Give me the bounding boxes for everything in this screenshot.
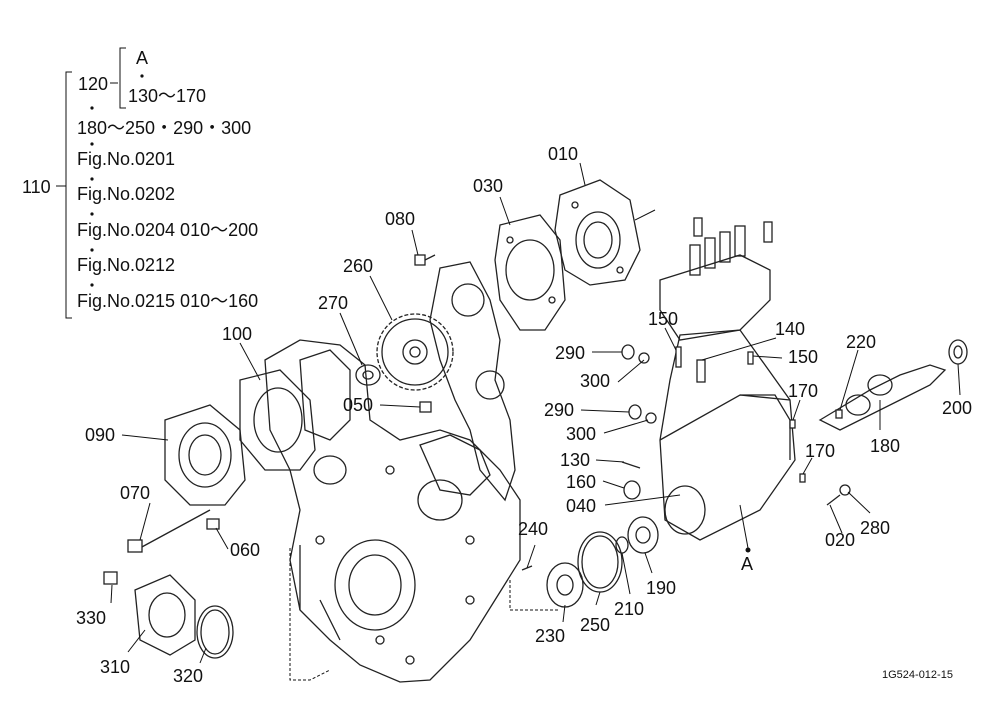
tree-item-6: Fig.No.0215 010～160 [77, 291, 258, 311]
injection-pump [659, 217, 796, 541]
callout-030: 030 [473, 176, 503, 196]
tree-item-5: Fig.No.0212 [77, 255, 175, 275]
callout-240: 240 [518, 519, 548, 539]
oring-250 [577, 531, 623, 593]
figure-code: 1G524-012-15 [882, 669, 953, 681]
callout-080: 080 [385, 209, 415, 229]
callout-270: 270 [318, 293, 348, 313]
callout-100: 100 [222, 324, 252, 344]
plate-010 [554, 179, 656, 286]
plug-160 [623, 480, 641, 500]
gear-190 [627, 516, 659, 554]
callout-310: 310 [100, 657, 130, 677]
callout-170-bottom: 170 [805, 441, 835, 461]
callout-020: 020 [825, 530, 855, 550]
tree-item-1: 180～250・290・300 [77, 118, 251, 138]
callouts: 010 030 080 260 270 100 090 070 060 050 … [76, 144, 972, 686]
callout-300-top: 300 [580, 371, 610, 391]
callout-marker-a: A [741, 554, 753, 574]
bolt-070 [127, 509, 211, 553]
gasket-100 [239, 369, 316, 471]
callout-300-bottom: 300 [566, 424, 596, 444]
callout-280: 280 [860, 518, 890, 538]
marker-a-dot [745, 547, 751, 553]
oring-320 [196, 605, 234, 659]
callout-010: 010 [548, 144, 578, 164]
leader-lines [110, 162, 961, 681]
assembly-tree: 110 120 A 130～170 180～250・290・300 Fig.No… [22, 47, 258, 319]
callout-190: 190 [646, 578, 676, 598]
callout-090: 090 [85, 425, 115, 445]
bolt-330 [103, 571, 118, 585]
callout-320: 320 [173, 666, 203, 686]
tree-sub-b: 130～170 [128, 86, 206, 106]
plate-230 [546, 562, 584, 608]
cover-090 [164, 404, 246, 506]
bolt-050 [419, 401, 432, 413]
callout-140: 140 [775, 319, 805, 339]
tree-sub-label: 120 [78, 74, 108, 94]
callout-150-left: 150 [648, 309, 678, 329]
plate-030 [494, 214, 566, 331]
tree-item-4: Fig.No.0204 010～200 [77, 220, 258, 240]
callout-330: 330 [76, 608, 106, 628]
callout-150-right: 150 [788, 347, 818, 367]
callout-070: 070 [120, 483, 150, 503]
gasket-outline [429, 261, 516, 502]
bolt-060 [206, 518, 220, 530]
callout-180: 180 [870, 436, 900, 456]
callout-160: 160 [566, 472, 596, 492]
callout-060: 060 [230, 540, 260, 560]
callout-130: 130 [560, 450, 590, 470]
flange-310 [134, 574, 196, 656]
callout-170-top: 170 [788, 381, 818, 401]
callout-220: 220 [846, 332, 876, 352]
tree-sub-a: A [136, 48, 148, 68]
tree-item-2: Fig.No.0201 [77, 149, 175, 169]
gear-260 [376, 313, 454, 391]
bearing-200 [948, 339, 968, 365]
tree-root-label: 110 [22, 177, 51, 197]
callout-230: 230 [535, 626, 565, 646]
bolt-080 [414, 254, 436, 266]
fittings [521, 344, 851, 571]
bearing-270 [355, 364, 381, 386]
callout-260: 260 [343, 256, 373, 276]
callout-040: 040 [566, 496, 596, 516]
callout-050: 050 [343, 395, 373, 415]
callout-290-bottom: 290 [544, 400, 574, 420]
callout-290-top: 290 [555, 343, 585, 363]
camshaft-180 [818, 364, 947, 431]
callout-210: 210 [614, 599, 644, 619]
gear-case-drawing [264, 339, 521, 683]
callout-200: 200 [942, 398, 972, 418]
callout-250: 250 [580, 615, 610, 635]
tree-item-3: Fig.No.0202 [77, 184, 175, 204]
